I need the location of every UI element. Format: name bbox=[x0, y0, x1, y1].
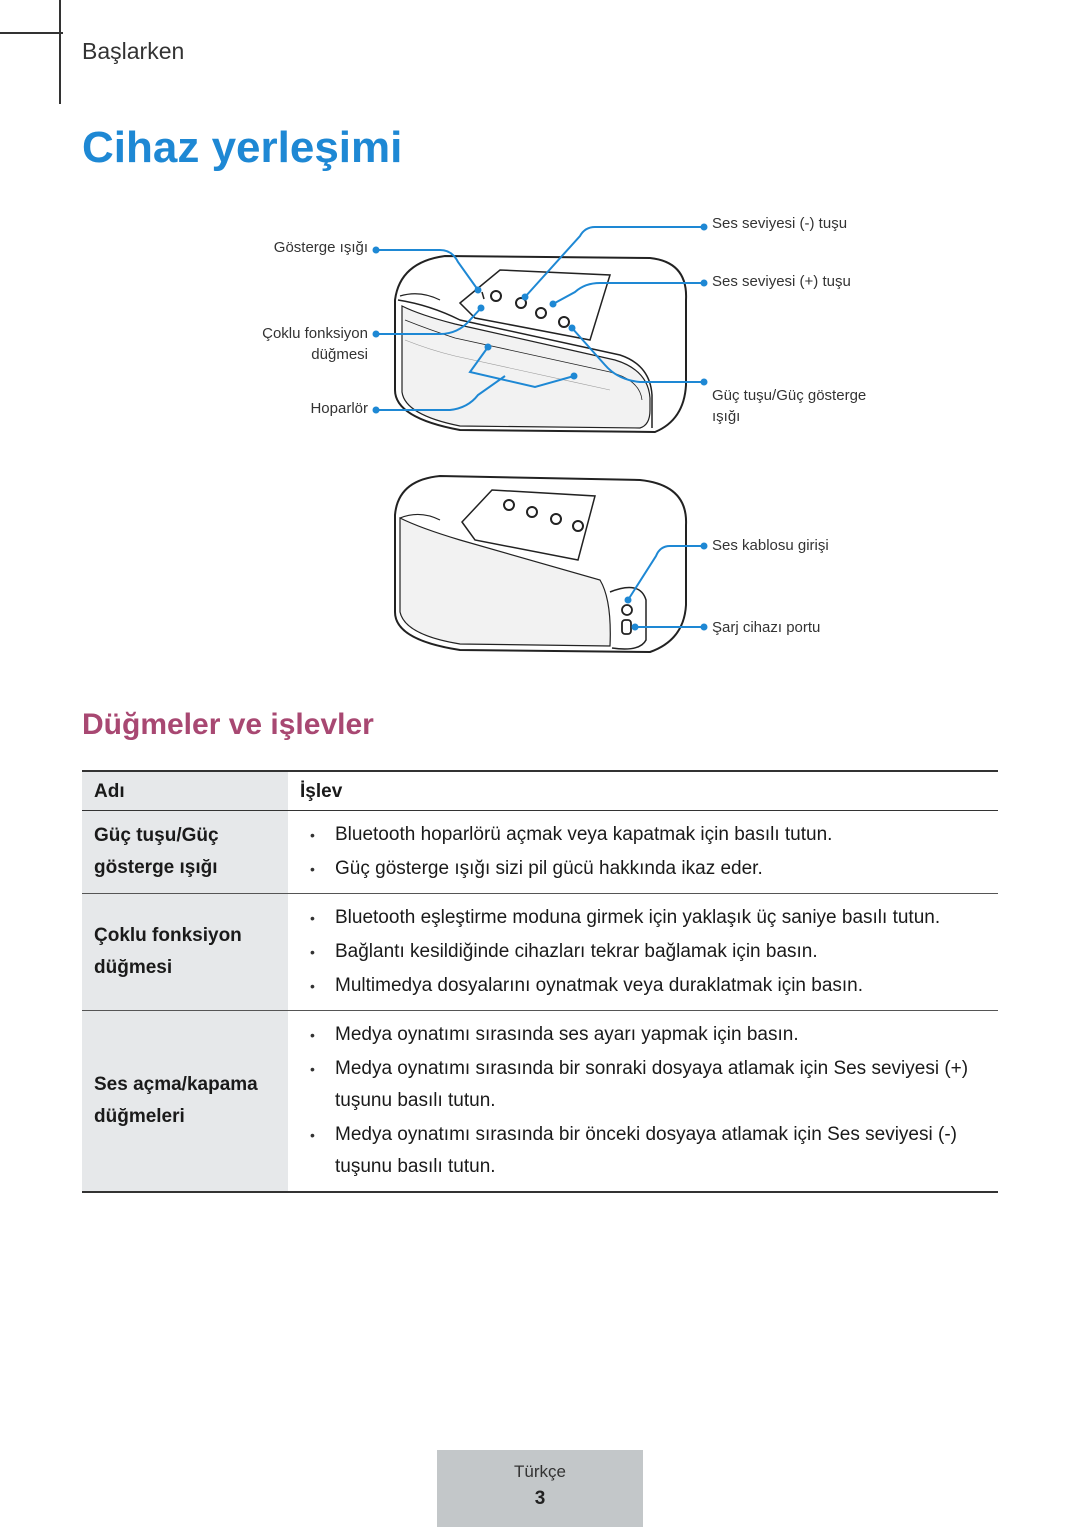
label-multifunction-line1: Çoklu fonksiyon bbox=[262, 325, 368, 342]
corner-mark-vertical bbox=[59, 0, 61, 104]
table-row: Güç tuşu/Güç gösterge ışığı Bluetooth ho… bbox=[82, 810, 998, 894]
table-row: Ses açma/kapama düğmeleri Medya oynatımı… bbox=[82, 1010, 998, 1193]
row-name-line: düğmeleri bbox=[94, 1106, 185, 1127]
label-power-line2: ışığı bbox=[712, 408, 741, 425]
footer-language: Türkçe bbox=[514, 1462, 566, 1481]
row-function-cell: Medya oynatımı sırasında ses ayarı yapma… bbox=[288, 1010, 998, 1193]
section-title: Düğmeler ve işlevler bbox=[82, 708, 374, 741]
label-power-line1: Güç tuşu/Güç gösterge bbox=[712, 387, 867, 404]
label-speaker: Hoparlör bbox=[310, 400, 368, 417]
row-name-line: Güç tuşu/Güç bbox=[94, 825, 219, 846]
list-item: Multimedya dosyalarını oynatmak veya dur… bbox=[308, 970, 998, 1002]
callout-dots bbox=[372, 223, 708, 631]
list-item: Bağlantı kesildiğinde cihazları tekrar b… bbox=[308, 936, 998, 968]
callout-lines bbox=[376, 226, 704, 628]
row-name-line: düğmesi bbox=[94, 957, 173, 978]
row-name-cell: Çoklu fonksiyon düğmesi bbox=[82, 893, 288, 1011]
page-footer: Türkçe 3 bbox=[437, 1450, 643, 1527]
page-title: Cihaz yerleşimi bbox=[82, 123, 403, 172]
list-item: Medya oynatımı sırasında bir sonraki dos… bbox=[308, 1053, 998, 1117]
row-name-line: gösterge ışığı bbox=[94, 857, 218, 878]
label-audio-jack: Ses kablosu girişi bbox=[712, 537, 829, 554]
label-multifunction-line2: düğmesi bbox=[311, 346, 368, 363]
label-volume-down: Ses seviyesi (-) tuşu bbox=[712, 215, 848, 232]
row-name-cell: Güç tuşu/Güç gösterge ışığı bbox=[82, 810, 288, 894]
row-function-cell: Bluetooth eşleştirme moduna girmek için … bbox=[288, 893, 998, 1011]
row-name-line: Ses açma/kapama bbox=[94, 1074, 258, 1095]
table-header-row: Adı İşlev bbox=[82, 770, 998, 811]
list-item: Medya oynatımı sırasında ses ayarı yapma… bbox=[308, 1019, 998, 1051]
list-item: Medya oynatımı sırasında bir önceki dosy… bbox=[308, 1119, 998, 1183]
page-number: 3 bbox=[534, 1488, 546, 1509]
column-header-function: İşlev bbox=[288, 770, 998, 811]
functions-table: Adı İşlev Güç tuşu/Güç gösterge ışığı Bl… bbox=[82, 770, 998, 1193]
label-volume-up: Ses seviyesi (+) tuşu bbox=[712, 273, 851, 290]
speaker-front-illustration bbox=[394, 254, 688, 434]
label-charger-port: Şarj cihazı portu bbox=[712, 619, 821, 636]
list-item: Bluetooth eşleştirme moduna girmek için … bbox=[308, 902, 998, 934]
device-diagram bbox=[372, 223, 708, 654]
label-indicator-light: Gösterge ışığı bbox=[273, 239, 368, 256]
row-function-cell: Bluetooth hoparlörü açmak veya kapatmak … bbox=[288, 810, 998, 894]
list-item: Bluetooth hoparlörü açmak veya kapatmak … bbox=[308, 819, 998, 851]
section-header: Başlarken bbox=[82, 38, 185, 64]
column-header-name: Adı bbox=[82, 770, 288, 811]
row-name-cell: Ses açma/kapama düğmeleri bbox=[82, 1010, 288, 1193]
corner-mark-horizontal bbox=[0, 32, 63, 34]
table-row: Çoklu fonksiyon düğmesi Bluetooth eşleşt… bbox=[82, 893, 998, 1011]
speaker-side-illustration bbox=[394, 474, 688, 654]
list-item: Güç gösterge ışığı sizi pil gücü hakkınd… bbox=[308, 853, 998, 885]
row-name-line: Çoklu fonksiyon bbox=[94, 925, 242, 946]
